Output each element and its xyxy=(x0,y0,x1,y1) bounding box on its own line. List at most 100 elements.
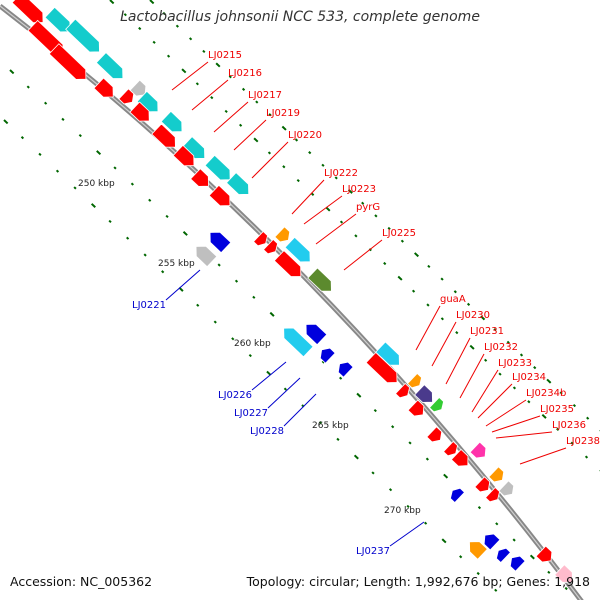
leader-line xyxy=(171,61,209,91)
gene-arrow-29 xyxy=(428,396,444,413)
gene-label: LJ0215 xyxy=(208,50,242,61)
gene-label: LJ0216 xyxy=(228,68,262,79)
tick-mark-65 xyxy=(189,37,193,41)
tick-mark-108 xyxy=(267,151,272,155)
tick-mark-120 xyxy=(440,317,444,321)
gene-arrow-9 xyxy=(136,90,159,113)
tick-mark-56 xyxy=(406,504,410,509)
tick-mark-10 xyxy=(182,231,188,236)
gene-arrow-31 xyxy=(407,399,425,417)
gene-arrow-44 xyxy=(283,327,314,358)
tick-mark-100 xyxy=(152,40,156,44)
tick-mark-39 xyxy=(108,219,112,224)
tick-mark-93 xyxy=(559,391,563,395)
tick-mark-44 xyxy=(196,303,200,307)
tick-mark-21 xyxy=(373,408,377,413)
leader-line xyxy=(445,337,471,385)
tick-mark-19 xyxy=(339,376,343,380)
gene-label: LJ0236 xyxy=(552,420,586,431)
gene-label: LJ0227 xyxy=(234,408,268,419)
tick-mark-68 xyxy=(228,75,232,79)
tick-mark-59 xyxy=(459,555,463,559)
gene-label: LJ0234b xyxy=(526,388,566,399)
scale-label: 265 kbp xyxy=(312,421,349,431)
tick-mark-55 xyxy=(388,488,393,492)
leader-line xyxy=(415,305,441,351)
tick-mark-36 xyxy=(55,169,60,173)
tick-mark-14 xyxy=(252,295,256,299)
gene-arrow-4 xyxy=(48,43,87,80)
gene-label: LJ0232 xyxy=(484,342,518,353)
gene-arrow-28 xyxy=(414,384,433,403)
scale-label: 250 kbp xyxy=(78,179,115,189)
tick-mark-87 xyxy=(480,315,486,321)
scale-label: 270 kbp xyxy=(384,506,421,516)
gene-arrow-49 xyxy=(469,541,488,560)
leader-line xyxy=(315,213,357,245)
leader-line xyxy=(283,393,317,427)
tick-mark-105 xyxy=(224,109,228,114)
tick-mark-69 xyxy=(241,87,246,91)
gene-label: LJ0233 xyxy=(498,358,532,369)
tick-mark-1 xyxy=(26,85,30,89)
gene-arrow-47 xyxy=(337,361,354,378)
tick-mark-71 xyxy=(268,113,272,117)
tick-mark-18 xyxy=(321,360,325,364)
leader-line xyxy=(251,141,289,179)
gene-arrow-7 xyxy=(93,77,114,98)
tick-mark-47 xyxy=(248,353,252,358)
tick-mark-75 xyxy=(321,163,325,167)
gene-arrow-38 xyxy=(474,476,491,493)
tick-mark-67 xyxy=(215,62,221,68)
leader-line xyxy=(291,179,325,215)
tick-mark-84 xyxy=(440,277,444,281)
gene-label: LJ0223 xyxy=(342,184,376,195)
tick-mark-94 xyxy=(572,403,577,408)
gene-label: pyrG xyxy=(356,202,380,213)
gene-arrow-20 xyxy=(274,226,291,243)
leader-line xyxy=(485,399,527,427)
tick-mark-13 xyxy=(234,279,239,283)
tick-mark-80 xyxy=(387,226,391,231)
tick-mark-126 xyxy=(527,400,531,404)
gene-arrow-48 xyxy=(450,487,466,504)
tick-mark-101 xyxy=(166,54,171,58)
gene-arrow-43 xyxy=(195,245,218,268)
leader-line xyxy=(477,383,513,419)
gene-arrow-3 xyxy=(65,18,100,53)
tick-mark-97 xyxy=(109,0,115,5)
tick-mark-125 xyxy=(512,386,517,390)
tick-mark-91 xyxy=(533,366,537,370)
tick-mark-92 xyxy=(546,378,552,384)
tick-mark-15 xyxy=(269,311,275,317)
tick-mark-81 xyxy=(400,239,404,243)
gene-arrow-8 xyxy=(118,88,135,105)
gene-arrow-16 xyxy=(190,168,209,187)
gene-arrow-22 xyxy=(284,236,311,263)
tick-mark-58 xyxy=(441,538,447,544)
tick-mark-86 xyxy=(466,302,471,306)
gene-arrow-18 xyxy=(208,184,231,207)
tick-mark-82 xyxy=(414,252,420,258)
leader-line xyxy=(233,119,267,151)
tick-mark-23 xyxy=(408,441,412,445)
tick-mark-30 xyxy=(529,554,535,560)
tick-mark-102 xyxy=(181,68,187,74)
gene-arrow-24 xyxy=(307,267,332,292)
tick-mark-130 xyxy=(584,455,589,459)
tick-mark-51 xyxy=(318,421,323,425)
tick-mark-121 xyxy=(455,331,459,335)
gene-arrow-12 xyxy=(151,123,176,148)
tick-mark-107 xyxy=(253,137,259,143)
gene-arrow-51 xyxy=(496,547,512,564)
gene-arrow-23 xyxy=(273,250,302,277)
tick-mark-24 xyxy=(425,457,429,461)
gene-label: LJ0231 xyxy=(470,326,504,337)
gene-label: LJ0225 xyxy=(382,228,416,239)
gene-arrow-37 xyxy=(498,480,515,497)
tick-mark-128 xyxy=(556,427,560,431)
tick-mark-6 xyxy=(113,166,117,170)
tick-mark-57 xyxy=(424,521,428,525)
gene-arrow-50 xyxy=(483,533,501,551)
